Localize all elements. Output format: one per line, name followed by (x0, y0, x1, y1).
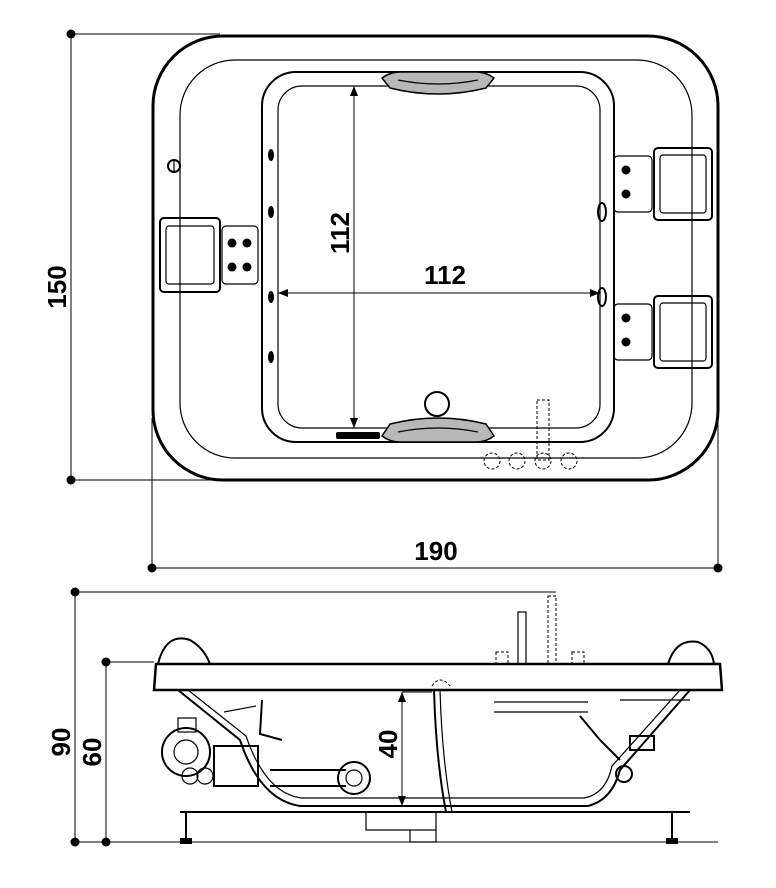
tub-basin-outer (261, 71, 615, 443)
side-headrest-right (667, 640, 715, 665)
left-jets (227, 238, 252, 272)
side-headrest-left (157, 637, 211, 665)
side-nozzles (268, 149, 607, 363)
total-height-label: 90 (46, 728, 76, 757)
right-valve (615, 735, 655, 783)
drain-trap (365, 811, 437, 831)
top-view: 112 112 150 190 (42, 29, 723, 573)
tub-ledge (179, 59, 693, 459)
mixer-fittings (483, 399, 578, 470)
side-overflow (431, 679, 451, 687)
drain-icon (424, 391, 450, 417)
faucet-fittings (495, 595, 585, 665)
blower-motor (337, 761, 371, 795)
side-tub-body (177, 689, 691, 807)
bottom-headrest (380, 417, 496, 443)
outlet-height-label: 40 (373, 730, 403, 759)
rim-height-label: 60 (77, 738, 107, 767)
right-upper-control-panel (653, 147, 713, 221)
right-lower-jets (621, 313, 631, 347)
drain-lever (336, 432, 380, 439)
top-headrest (380, 71, 496, 95)
right-lower-control-panel (653, 295, 713, 369)
left-jet-panel (221, 225, 259, 285)
inner-width-label: 112 (424, 260, 466, 290)
pump-assembly (161, 717, 259, 787)
side-view: 40 60 90 (46, 587, 724, 847)
tub-basin-inner (277, 85, 601, 429)
right-upper-jets (621, 165, 631, 199)
tub-outer-rim (151, 34, 720, 482)
inner-length-label: 112 (325, 212, 355, 254)
overall-width-label: 190 (414, 536, 457, 566)
left-control-panel (159, 217, 221, 293)
overall-depth-label: 150 (42, 265, 72, 308)
plumbing (223, 689, 690, 813)
side-rim (152, 662, 724, 692)
